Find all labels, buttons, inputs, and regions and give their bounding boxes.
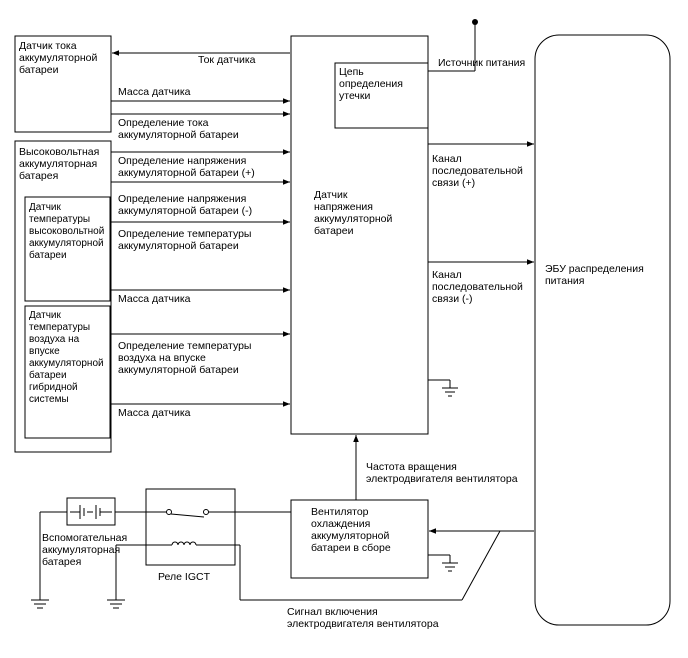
intake-temp-sensor-box bbox=[24, 305, 111, 439]
voltage-sensor-box bbox=[290, 35, 429, 435]
signal-power-source: Источник питания bbox=[438, 57, 526, 69]
hv-temp-sensor-box bbox=[24, 196, 111, 302]
signal-ground-1: Массa датчика bbox=[118, 86, 191, 98]
ecu-box bbox=[534, 34, 671, 626]
signal-current-detect: Определение тока аккумуляторной батареи bbox=[118, 117, 239, 141]
intake-temp-sensor-label: Датчик температуры воздуха на впуске акк… bbox=[29, 310, 104, 405]
signal-serial-minus: Канал последовательной связи (-) bbox=[432, 269, 523, 305]
signal-fan-on: Сигнал включения электродвигателя вентил… bbox=[287, 606, 439, 630]
signal-ground-2: Масса датчика bbox=[118, 293, 191, 305]
signal-voltage-plus: Определение напряжения аккумуляторной ба… bbox=[118, 155, 255, 179]
signal-intake-temp: Определение температуры воздуха на впуск… bbox=[118, 340, 252, 376]
signal-sensor-current: Ток датчика bbox=[198, 54, 256, 66]
voltage-sensor-label: Датчик напряжения аккумуляторной батареи bbox=[314, 189, 393, 237]
hv-battery-label: Высоковольтная аккумуляторная батарея bbox=[19, 146, 100, 182]
current-sensor-box bbox=[14, 35, 112, 133]
signal-voltage-minus: Определение напряжения аккумуляторной ба… bbox=[118, 193, 253, 217]
signal-temp-detect: Определение температуры аккумуляторной б… bbox=[118, 228, 252, 252]
signal-serial-plus: Канал последовательной связи (+) bbox=[432, 153, 523, 189]
ecu-label: ЭБУ распределения питания bbox=[545, 263, 644, 287]
relay-box bbox=[145, 488, 236, 566]
relay-label: Реле IGCT bbox=[158, 571, 210, 583]
leak-circuit-box bbox=[334, 62, 429, 129]
signal-fan-speed: Частота вращения электродвигателя вентил… bbox=[366, 461, 518, 485]
hv-battery-box bbox=[14, 140, 112, 453]
hv-temp-sensor-label: Датчик температуры высоковольтной аккуму… bbox=[29, 202, 105, 261]
leak-circuit-label: Цепь определения утечки bbox=[339, 66, 403, 102]
signal-ground-3: Масса датчика bbox=[118, 407, 191, 419]
current-sensor-label: Датчик тока аккумуляторной батареи bbox=[19, 40, 98, 76]
fan-label: Вентилятор охлаждения аккумуляторной бат… bbox=[311, 506, 391, 554]
fan-box bbox=[290, 499, 429, 579]
aux-battery-label: Вспомогательная аккумуляторная батарея bbox=[42, 532, 128, 568]
